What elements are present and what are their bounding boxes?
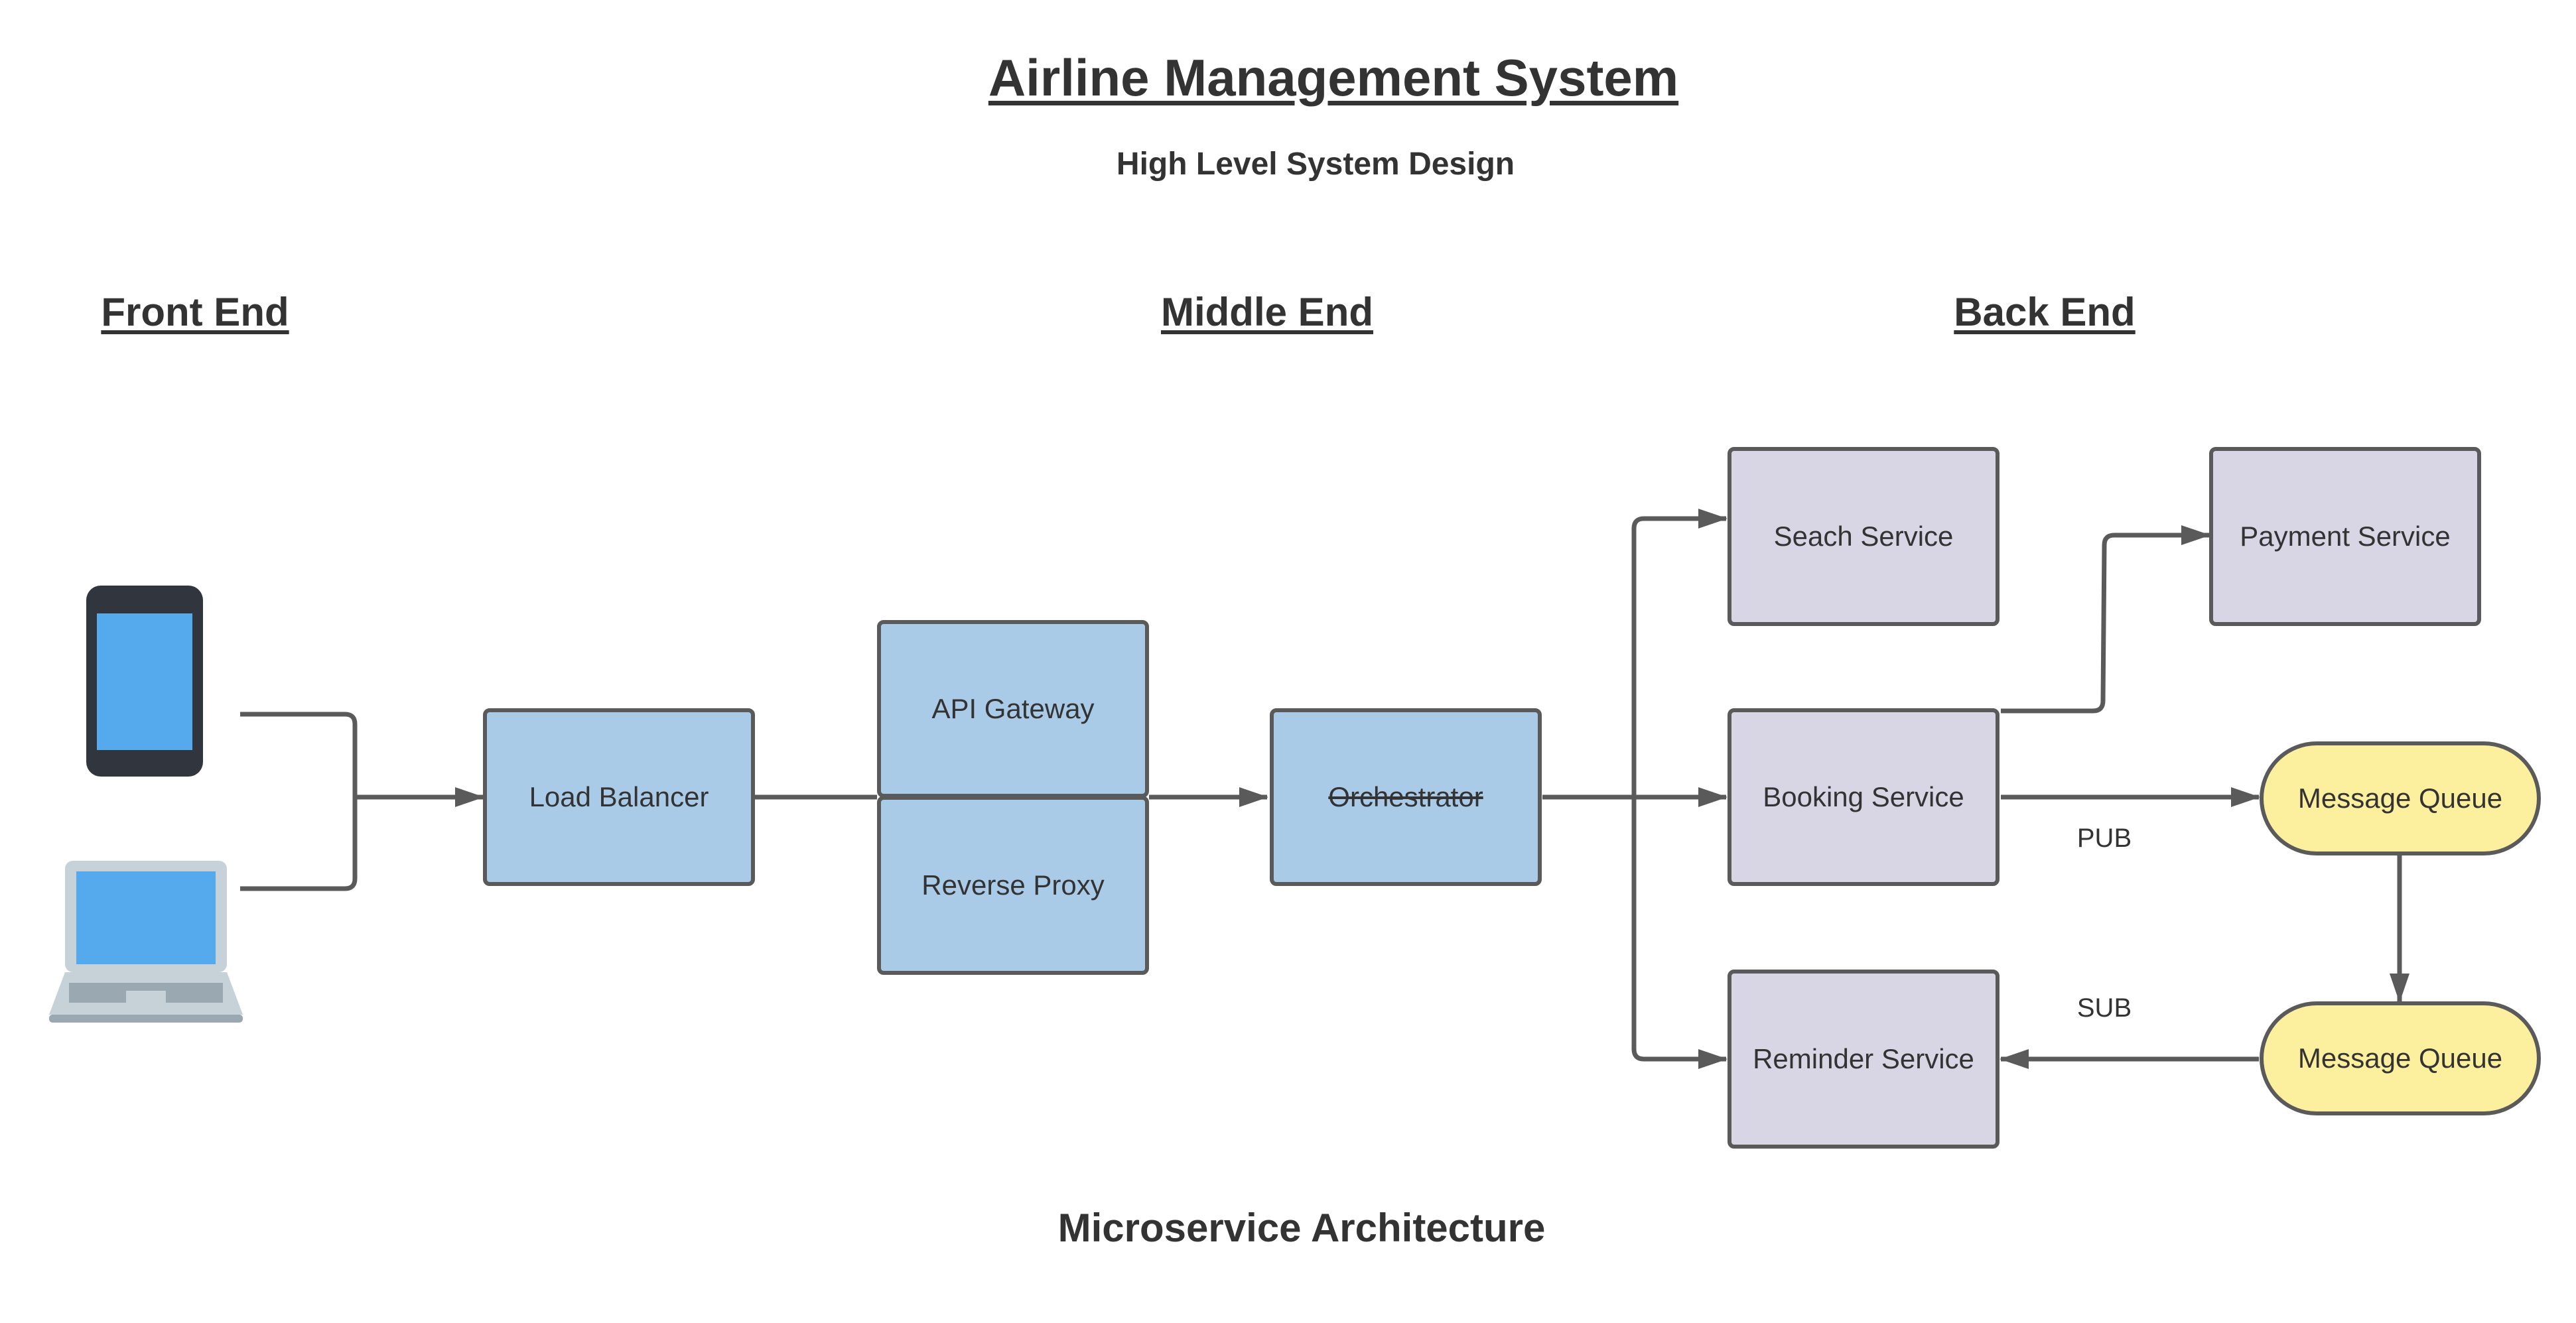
laptop-icon: [49, 861, 243, 1023]
edge-label-sub: SUB: [2076, 993, 2132, 1023]
booking-service-node[interactable]: Booking Service: [1728, 708, 2000, 886]
message-queue-pub-node[interactable]: Message Queue: [2260, 741, 2541, 855]
reverse-proxy-node[interactable]: Reverse Proxy: [877, 796, 1149, 975]
message-queue-sub-node[interactable]: Message Queue: [2260, 1001, 2541, 1115]
reminder-service-node[interactable]: Reminder Service: [1728, 970, 2000, 1149]
orchestrator-node[interactable]: Orchestrator: [1270, 708, 1542, 886]
footer-caption: Microservice Architecture: [1057, 1206, 1546, 1250]
api-gateway-node[interactable]: API Gateway: [877, 620, 1149, 798]
payment-service-node[interactable]: Payment Service: [2209, 447, 2481, 626]
smartphone-icon: [86, 586, 203, 777]
edge-phone-to-lb: [240, 712, 358, 797]
edge-orchestrator-to-search: [1631, 509, 1728, 797]
section-back-end: Back End: [1954, 290, 2135, 334]
section-front-end: Front End: [101, 290, 289, 334]
page-title: Airline Management System: [988, 48, 1679, 107]
edge-booking-to-payment: [2001, 525, 2210, 714]
search-service-node[interactable]: Seach Service: [1728, 447, 2000, 626]
page-subtitle: High Level System Design: [1116, 147, 1515, 182]
edge-laptop-to-lb: [240, 797, 358, 891]
edge-label-pub: PUB: [2076, 824, 2132, 853]
section-middle-end: Middle End: [1161, 290, 1373, 334]
edge-orchestrator-to-reminder: [1631, 797, 1728, 1069]
orchestrator-label: Orchestrator: [1328, 781, 1483, 812]
load-balancer-node[interactable]: Load Balancer: [483, 708, 755, 886]
